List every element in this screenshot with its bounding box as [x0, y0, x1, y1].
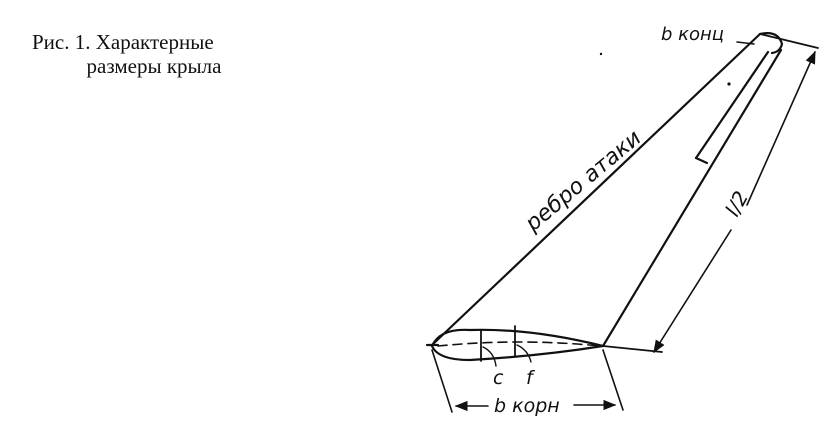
aileron-front-line [694, 50, 770, 160]
leading-edge-label: ребро атаки [520, 126, 646, 238]
camber-line [437, 341, 601, 347]
caption-line-2: размеры крыла [86, 54, 222, 78]
wing-outline [425, 32, 819, 413]
camber-label: f [526, 367, 536, 389]
caption-line-1: Рис. 1. Характерные [32, 30, 214, 54]
tip-extension-line [759, 33, 819, 49]
leading-edge-line [430, 32, 762, 347]
trailing-edge-line [601, 48, 783, 348]
tip-chord-label: b конц [661, 24, 724, 45]
wing-tip [758, 32, 784, 55]
thickness-label: c [493, 367, 504, 389]
root-chord-label: b корн [494, 395, 560, 417]
half-span-label: l/2 [720, 187, 753, 220]
figure-caption: Рис. 1. Характерные размеры крыла [32, 30, 272, 78]
